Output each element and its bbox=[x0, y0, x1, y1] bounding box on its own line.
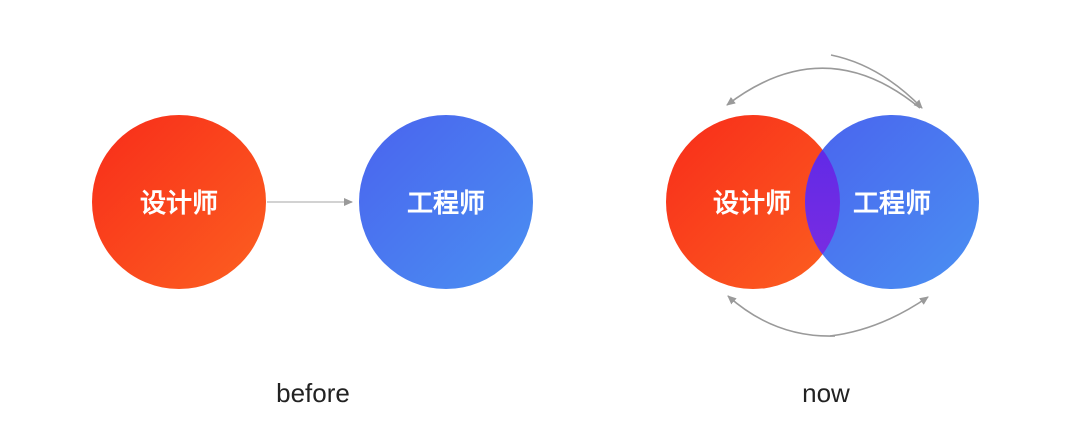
designer-circle bbox=[666, 115, 840, 289]
designer-label: 设计师 bbox=[140, 189, 218, 219]
before-caption: before bbox=[276, 378, 350, 408]
designer-circle bbox=[92, 115, 266, 289]
bottom-arc-arrow-right-icon bbox=[829, 296, 929, 337]
engineer-label: 工程师 bbox=[407, 189, 485, 219]
bottom-arc-arrow-left-icon bbox=[727, 295, 836, 337]
top-arc-arrow-right-icon bbox=[830, 54, 923, 109]
before-group: 设计师 工程师 before bbox=[92, 115, 533, 408]
now-caption: now bbox=[802, 378, 850, 408]
now-group: 设计师 工程师 now bbox=[666, 54, 979, 408]
engineer-label: 工程师 bbox=[853, 189, 931, 219]
top-arc-arrow-icon bbox=[726, 67, 921, 109]
engineer-circle bbox=[805, 115, 979, 289]
designer-label: 设计师 bbox=[713, 189, 791, 219]
engineer-circle bbox=[359, 115, 533, 289]
